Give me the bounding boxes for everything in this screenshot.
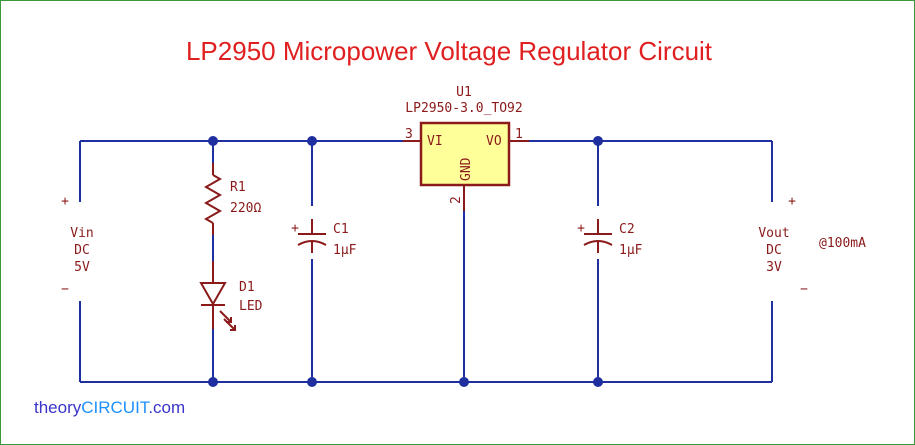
vin-type-label: DC [74, 243, 90, 258]
vout-label: Vout [758, 226, 789, 241]
u1-pin-vo-label: VO [486, 134, 502, 149]
r1-resistor: R1 220Ω [203, 163, 261, 235]
d1-light-arrow [223, 318, 236, 331]
vout-voltage-label: 3V [766, 260, 782, 275]
brand-part-circuit: CIRCUIT [81, 398, 150, 417]
u1-pin1-number: 1 [515, 127, 523, 142]
u1-reference: U1 [456, 85, 472, 100]
junction-dot [307, 377, 317, 387]
c1-capacitor: + C1 1µF [291, 219, 357, 258]
u1-pin3-number: 3 [405, 127, 413, 142]
d1-led: D1 LED [199, 261, 263, 331]
c2-value: 1µF [619, 243, 643, 258]
vin-plus-sign: + [61, 194, 69, 209]
c1-plus-sign: + [291, 221, 299, 236]
d1-light-arrowhead [230, 325, 236, 331]
diagram-title: LP2950 Micropower Voltage Regulator Circ… [186, 36, 713, 66]
d1-value: LED [239, 299, 263, 314]
c1-reference: C1 [333, 222, 349, 237]
r1-zigzag [203, 174, 223, 224]
junction-dot [459, 377, 469, 387]
junction-dot [593, 377, 603, 387]
vout-plus-sign: + [788, 194, 796, 209]
brand-part-domain: .com [148, 398, 185, 417]
junction-dot [208, 136, 218, 146]
c2-plus-sign: + [577, 221, 585, 236]
vout-terminal: + Vout DC 3V − @100mA [758, 194, 866, 297]
c1-value: 1µF [333, 243, 357, 258]
brand-part-theory: theory [34, 398, 82, 417]
c2-capacitor: + C2 1µF [577, 219, 643, 258]
d1-light-arrow [219, 310, 232, 323]
load-current-note: @100mA [819, 236, 866, 251]
vout-minus-sign: − [800, 282, 808, 297]
c2-reference: C2 [619, 222, 635, 237]
d1-reference: D1 [239, 280, 255, 295]
vout-type-label: DC [766, 243, 782, 258]
vin-minus-sign: − [61, 282, 69, 297]
r1-reference: R1 [230, 180, 246, 195]
d1-triangle [199, 282, 227, 307]
u1-body [419, 121, 511, 187]
vin-voltage-label: 5V [74, 260, 90, 275]
r1-value: 220Ω [230, 201, 261, 216]
junction-dot [307, 136, 317, 146]
u1-value: LP2950-3.0_TO92 [405, 101, 522, 116]
vin-terminal: + Vin DC 5V − [61, 194, 94, 297]
brand-logo-text: theoryCIRCUIT.com [34, 398, 185, 417]
junction-dot [593, 136, 603, 146]
u1-pin-gnd-label: GND [459, 157, 474, 181]
vin-label: Vin [70, 226, 93, 241]
junction-dot [208, 377, 218, 387]
u1-regulator: VI VO GND 3 1 2 U1 LP2950-3.0_TO92 [403, 85, 529, 211]
u1-pin-vi-label: VI [427, 134, 443, 149]
u1-pin2-number: 2 [449, 196, 464, 204]
